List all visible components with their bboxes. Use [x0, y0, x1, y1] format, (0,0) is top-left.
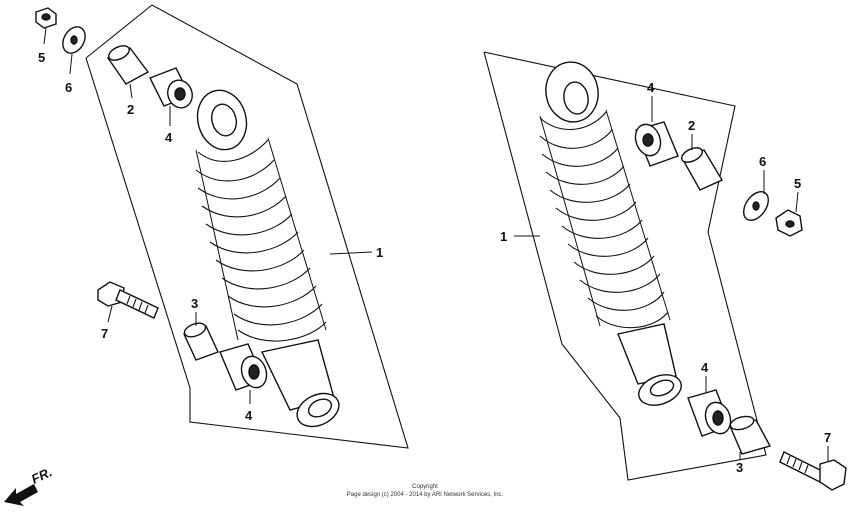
left-callout-collar-b: 3: [191, 296, 198, 311]
right-spring: [539, 109, 671, 329]
right-callout-bushing-bottom: 4: [701, 360, 709, 375]
right-assembly-outline: [483, 51, 767, 481]
right-callout-washer: 6: [759, 154, 766, 169]
left-callout-collar-a: 2: [127, 102, 134, 117]
left-bolt[interactable]: [97, 281, 159, 319]
fr-arrow-icon: [4, 484, 38, 506]
left-callout-nut: 5: [38, 50, 45, 65]
right-bushing-top[interactable]: [631, 121, 679, 167]
front-direction-arrow: FR.: [4, 464, 54, 506]
left-callout-bushing-top: 4: [165, 130, 173, 145]
right-washer[interactable]: [739, 187, 774, 225]
left-shock-absorber[interactable]: [191, 85, 344, 433]
left-assembly-outline: [85, 4, 409, 449]
right-nut[interactable]: [775, 209, 803, 237]
left-callout-washer: 6: [65, 80, 72, 95]
left-washer[interactable]: [58, 23, 89, 57]
copyright-line-1: Copyright: [412, 484, 438, 490]
copyright-line-2: Page design (c) 2004 - 2014 by ARI Netwo…: [347, 492, 504, 498]
left-collar-a[interactable]: [106, 43, 150, 85]
left-spring: [195, 137, 327, 342]
right-shock-absorber[interactable]: [539, 58, 685, 411]
right-collar-b[interactable]: [729, 414, 772, 455]
right-assembly: 4 2 6 5 1 4 3 7: [483, 51, 847, 491]
right-callout-bolt: 7: [824, 430, 831, 445]
fr-label: FR.: [29, 464, 54, 486]
left-collar-b[interactable]: [183, 321, 219, 361]
left-assembly: 5 6 2 4 1 3 4 7: [35, 4, 409, 449]
left-callout-bolt: 7: [101, 326, 108, 341]
left-callout-bushing-bottom: 4: [245, 408, 253, 423]
right-collar-a[interactable]: [679, 145, 724, 191]
right-callout-bushing-top: 4: [647, 80, 655, 95]
right-callout-collar-b: 3: [736, 460, 743, 475]
left-nut[interactable]: [35, 7, 57, 29]
left-bushing-bottom[interactable]: [219, 343, 271, 391]
right-callout-nut: 5: [794, 176, 801, 191]
right-bushing-bottom[interactable]: [687, 389, 735, 437]
left-callout-shock: 1: [376, 245, 383, 260]
right-callout-shock: 1: [500, 229, 507, 244]
right-callout-collar-a: 2: [688, 118, 695, 133]
right-bolt[interactable]: [779, 451, 847, 491]
left-bushing-top[interactable]: [149, 67, 196, 111]
